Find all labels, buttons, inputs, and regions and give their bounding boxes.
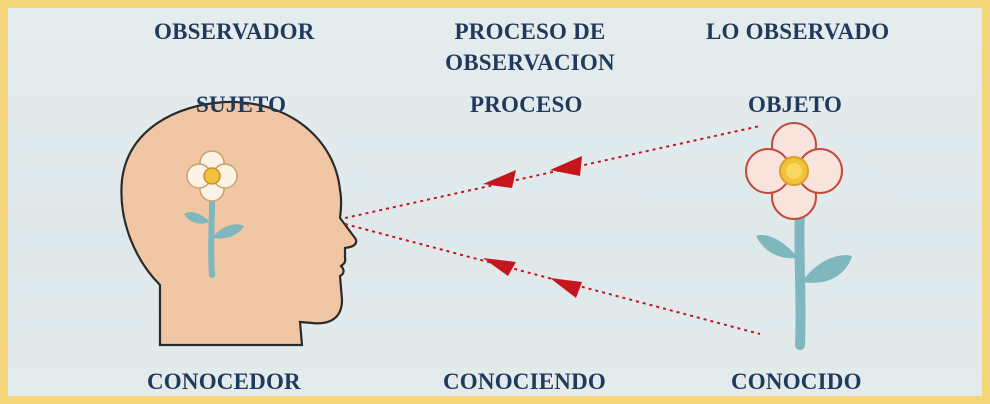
known-label: CONOCIDO [731, 369, 862, 394]
object-flower [745, 122, 852, 350]
head-silhouette [120, 100, 358, 347]
arrow-lower-2 [550, 278, 582, 298]
knower-label: CONOCEDOR [147, 369, 301, 394]
observed-heading: LO OBSERVADO [706, 19, 890, 44]
arrow-upper-2 [550, 156, 582, 176]
arrow-upper-1 [483, 170, 516, 188]
process-heading-line2: OBSERVACION [445, 50, 615, 75]
lower-observation-line [344, 223, 761, 335]
process-label: PROCESO [470, 92, 583, 117]
knowing-label: CONOCIENDO [443, 369, 607, 394]
subject-label: SUJETO [196, 92, 287, 117]
thought-flower [184, 150, 244, 278]
arrow-lower-1 [483, 258, 516, 276]
observer-heading: OBSERVADOR [154, 19, 315, 44]
object-label: OBJETO [748, 92, 843, 117]
process-heading-line1: PROCESO DE [454, 19, 606, 44]
upper-observation-line [344, 125, 761, 219]
